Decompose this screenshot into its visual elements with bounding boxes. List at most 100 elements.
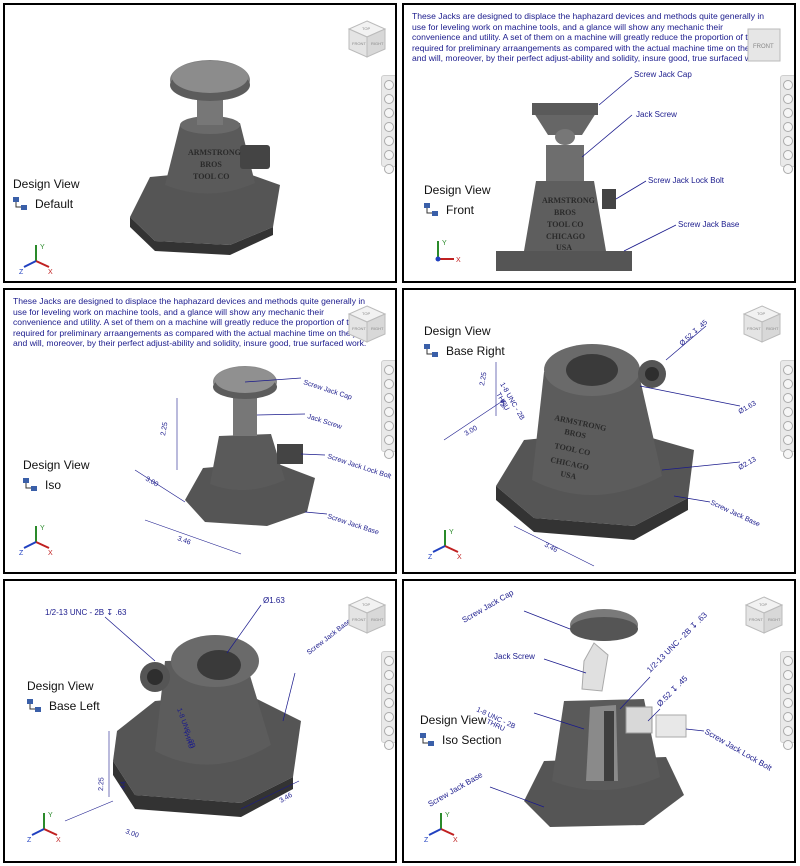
view-name[interactable]: Front <box>446 203 475 217</box>
svg-text:FRONT: FRONT <box>753 44 774 50</box>
panel-front: These Jacks are designed to displace the… <box>402 3 796 283</box>
svg-text:Jack Screw: Jack Screw <box>636 110 677 119</box>
model-front: ARMSTRONG BROS TOOL CO CHICAGO USA Screw… <box>496 70 740 271</box>
svg-text:RIGHT: RIGHT <box>768 617 781 622</box>
svg-text:Y: Y <box>449 529 454 536</box>
design-view-label: Design View <box>424 324 491 338</box>
panel-iso-section: Screw Jack Cap Jack Screw 1-8 UNC - 2B T… <box>402 579 796 863</box>
svg-text:2.25: 2.25 <box>160 422 169 437</box>
svg-text:TOP: TOP <box>362 602 370 607</box>
svg-text:Z: Z <box>27 837 32 843</box>
svg-text:RIGHT: RIGHT <box>371 41 384 46</box>
model-iso: Screw Jack Cap Jack Screw Screw Jack Loc… <box>134 366 392 555</box>
navigation-bar[interactable] <box>381 651 395 750</box>
svg-text:Screw Jack Base: Screw Jack Base <box>427 770 485 809</box>
design-view-tree-icon <box>424 344 438 357</box>
svg-text:Ø.52 ↧ .45: Ø.52 ↧ .45 <box>678 318 709 347</box>
design-view-label: Design View <box>23 458 90 472</box>
svg-text:Screw Jack Lock Bolt: Screw Jack Lock Bolt <box>326 453 391 480</box>
svg-text:FRONT: FRONT <box>352 326 366 331</box>
viewcube-icon[interactable]: FRONT <box>744 25 784 65</box>
svg-text:.44: .44 <box>120 781 127 791</box>
svg-text:TOP: TOP <box>759 602 767 607</box>
svg-text:3.00: 3.00 <box>144 476 159 489</box>
svg-text:Screw Jack Base: Screw Jack Base <box>709 499 761 528</box>
svg-text:2.25: 2.25 <box>98 777 105 791</box>
svg-text:ARMSTRONG: ARMSTRONG <box>188 148 241 157</box>
svg-text:Screw Jack Base: Screw Jack Base <box>678 220 740 229</box>
svg-text:Screw Jack Base: Screw Jack Base <box>306 618 353 657</box>
svg-text:Jack Screw: Jack Screw <box>306 413 343 431</box>
svg-text:1/2-13 UNC - 2B ↧ .63: 1/2-13 UNC - 2B ↧ .63 <box>645 610 709 674</box>
axis-triad-icon: YXZ <box>27 812 61 843</box>
svg-text:X: X <box>48 550 53 556</box>
design-view-block: Design View Base Left <box>27 679 100 713</box>
panel-default: ARMSTRONG BROS TOOL CO Design View Defau… <box>3 3 397 283</box>
design-view-block: Design View Iso Section <box>420 713 501 747</box>
design-view-block: Design View Front <box>424 183 490 217</box>
svg-text:BROS: BROS <box>554 208 576 217</box>
svg-text:2.25: 2.25 <box>479 372 488 387</box>
svg-text:Y: Y <box>442 240 447 247</box>
svg-text:X: X <box>56 837 61 843</box>
view-name[interactable]: Base Left <box>49 699 100 713</box>
svg-text:3.00: 3.00 <box>464 425 479 438</box>
svg-text:Z: Z <box>424 837 429 843</box>
model-base-right: ARMSTRONG BROS TOOL CO CHICAGO USA Ø.52 … <box>443 318 761 567</box>
viewcube-icon[interactable]: TOP FRONT RIGHT <box>744 595 784 635</box>
axis-triad-icon: Y X Z <box>19 244 53 275</box>
svg-text:Ø1.63: Ø1.63 <box>738 400 758 416</box>
design-view-tree-icon <box>27 699 41 712</box>
description-text: These Jacks are designed to displace the… <box>13 296 367 349</box>
svg-text:ARMSTRONG: ARMSTRONG <box>542 196 595 205</box>
design-view-label: Design View <box>424 183 491 197</box>
navigation-bar[interactable] <box>381 360 395 459</box>
view-name[interactable]: Base Right <box>446 344 505 358</box>
svg-text:Z: Z <box>19 550 24 556</box>
svg-text:TOOL CO: TOOL CO <box>547 220 584 229</box>
design-view-tree-icon <box>424 203 438 216</box>
axis-triad-icon: YXZ <box>19 525 53 556</box>
navigation-bar[interactable] <box>381 75 395 174</box>
svg-text:RIGHT: RIGHT <box>371 326 384 331</box>
svg-text:RIGHT: RIGHT <box>371 617 384 622</box>
svg-text:3.46: 3.46 <box>176 535 191 546</box>
svg-text:X: X <box>457 554 462 560</box>
design-view-label: Design View <box>420 713 487 727</box>
svg-text:.44: .44 <box>499 399 508 410</box>
svg-text:Screw Jack Cap: Screw Jack Cap <box>461 588 516 625</box>
svg-text:Screw Jack Cap: Screw Jack Cap <box>634 70 692 79</box>
view-name[interactable]: Iso <box>45 478 62 492</box>
model-iso-section: Screw Jack Cap Jack Screw 1-8 UNC - 2B T… <box>427 588 774 827</box>
svg-text:TOP: TOP <box>362 26 370 31</box>
view-name[interactable]: Default <box>35 197 74 211</box>
svg-text:BROS: BROS <box>200 160 222 169</box>
svg-text:USA: USA <box>556 243 572 252</box>
svg-text:Screw Jack Lock Bolt: Screw Jack Lock Bolt <box>703 727 774 773</box>
panel-iso: These Jacks are designed to displace the… <box>3 288 397 574</box>
svg-text:Jack Screw: Jack Screw <box>494 652 535 661</box>
design-view-label: Design View <box>27 679 94 693</box>
panel-base-left: 1/2-13 UNC - 2B ↧ .63 Ø1.63 Screw Jack B… <box>3 579 397 863</box>
navigation-bar[interactable] <box>780 651 794 750</box>
svg-text:Screw Jack Base: Screw Jack Base <box>326 513 379 536</box>
navigation-bar[interactable] <box>780 75 794 174</box>
svg-text:Ø.52 ↧ .45: Ø.52 ↧ .45 <box>655 674 690 709</box>
svg-text:FRONT: FRONT <box>749 617 763 622</box>
lock-bolt-shape <box>240 145 270 169</box>
svg-text:Y: Y <box>445 812 450 819</box>
model-base-left: 1/2-13 UNC - 2B ↧ .63 Ø1.63 Screw Jack B… <box>45 596 353 840</box>
svg-text:Y: Y <box>40 244 45 251</box>
svg-text:FRONT: FRONT <box>747 326 761 331</box>
navigation-bar[interactable] <box>780 360 794 459</box>
panel-base-right: ARMSTRONG BROS TOOL CO CHICAGO USA Ø.52 … <box>402 288 796 574</box>
design-view-tree-icon <box>420 733 434 746</box>
design-view-block: Design View Base Right <box>424 324 505 358</box>
svg-text:X: X <box>48 269 53 275</box>
view-name[interactable]: Iso Section <box>442 733 502 747</box>
svg-text:CHICAGO: CHICAGO <box>546 232 585 241</box>
